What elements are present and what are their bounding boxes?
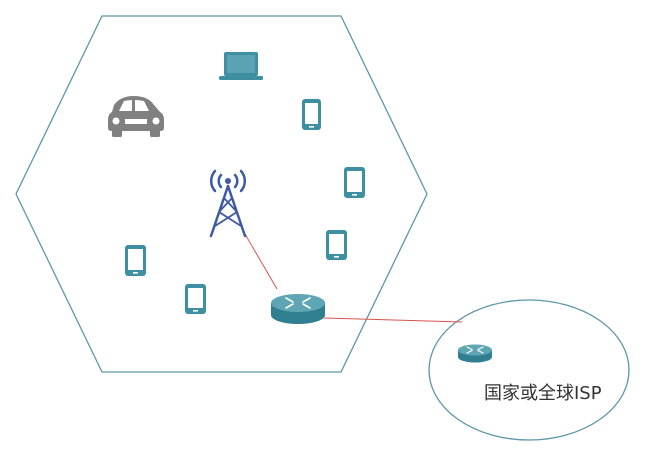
router-icon xyxy=(458,344,492,363)
isp-label: 国家或全球ISP xyxy=(484,383,602,404)
cell-hexagon xyxy=(15,15,428,373)
car-icon xyxy=(108,96,164,137)
smartphone-icon xyxy=(125,245,146,276)
smartphone-icon xyxy=(302,99,321,130)
cell-tower-icon xyxy=(209,169,247,238)
laptop-icon xyxy=(219,52,263,80)
tower-router-link xyxy=(244,233,278,290)
isp-ellipse xyxy=(428,299,630,441)
smartphone-icon xyxy=(326,230,347,260)
router-isp-link xyxy=(323,317,463,323)
smartphone-icon xyxy=(344,167,365,198)
smartphone-icon xyxy=(185,284,206,314)
router-icon xyxy=(271,294,325,324)
